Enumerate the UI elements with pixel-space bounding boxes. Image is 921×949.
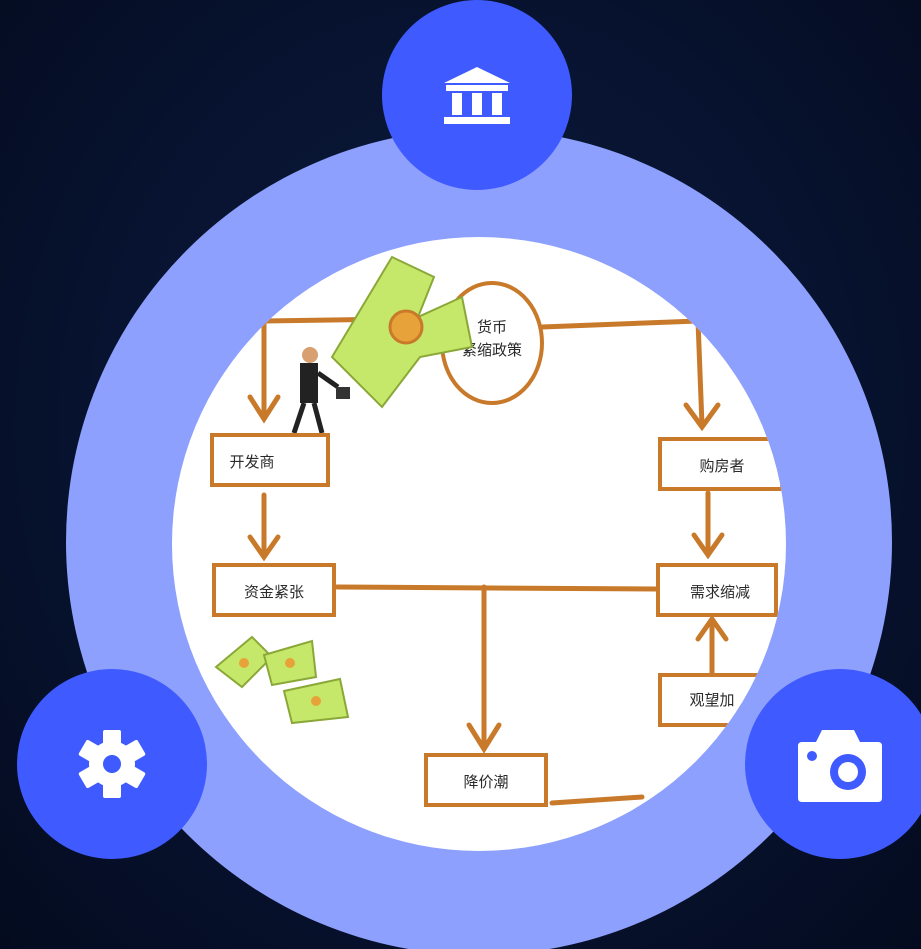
policy-line2: 紧缩政策 <box>462 341 522 359</box>
gear-icon <box>78 730 146 798</box>
node-price-cut: 降价潮 <box>424 753 548 807</box>
bank-button[interactable] <box>382 0 572 190</box>
money-bundles-icon <box>214 635 350 725</box>
rope-funds-demand <box>334 584 659 592</box>
node-developer: 开发商 <box>210 433 330 487</box>
settings-button[interactable] <box>17 669 207 859</box>
camera-button[interactable] <box>745 669 921 859</box>
camera-icon <box>798 730 882 802</box>
node-demand: 需求缩减 <box>656 563 778 617</box>
arrow-developer-funds <box>247 492 281 562</box>
developer-label: 开发商 <box>229 453 274 471</box>
arrow-down-buyer <box>683 318 721 432</box>
arrow-down-developer <box>247 318 281 424</box>
money-bundle-icon <box>330 255 474 409</box>
funds-label: 资金紧张 <box>244 583 304 601</box>
buyer-label: 购房者 <box>699 457 744 475</box>
arrow-center-pricecut <box>466 584 502 754</box>
bank-icon <box>444 67 510 124</box>
rope-bottom <box>549 794 645 806</box>
price-cut-label: 降价潮 <box>463 773 508 791</box>
node-buyer: 购房者 <box>658 437 784 491</box>
demand-label: 需求缩减 <box>690 583 750 601</box>
wait-label: 观望加 <box>689 691 734 709</box>
businessman-icon <box>291 347 350 434</box>
diagram-circle: 货币 紧缩政策 开发商 购房者 <box>172 237 786 851</box>
arrow-wait-demand <box>695 614 729 680</box>
flow-diagram: 货币 紧缩政策 开发商 购房者 <box>210 255 784 807</box>
node-funds: 资金紧张 <box>212 563 336 617</box>
policy-line1: 货币 <box>477 318 507 336</box>
arrow-buyer-demand <box>691 490 725 560</box>
rope-top-right <box>539 318 701 330</box>
